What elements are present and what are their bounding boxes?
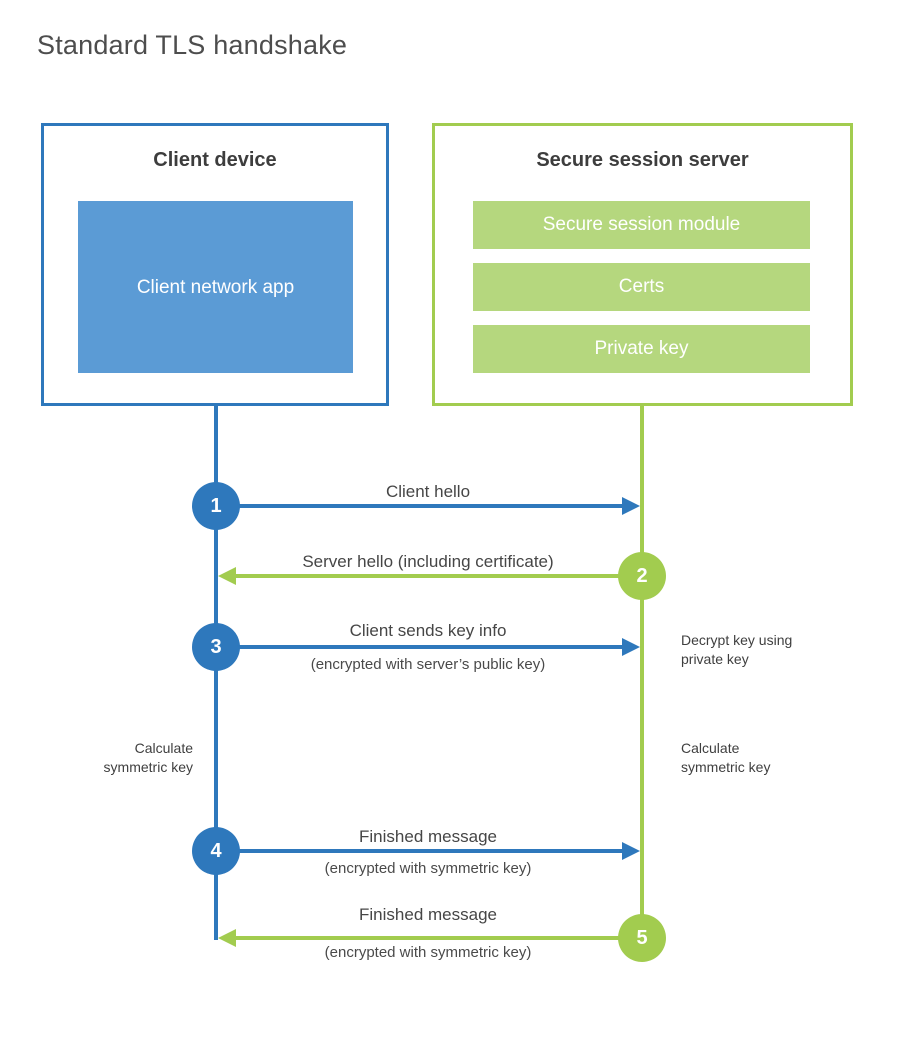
- arrow-step-1-line: [216, 504, 622, 508]
- client-network-app-node: Client network app: [78, 201, 353, 373]
- server-lifeline: [640, 405, 644, 938]
- step-5-label: Finished message: [359, 905, 497, 924]
- arrow-step-3-head-right-icon: [622, 638, 640, 656]
- step-3-label: Client sends key info: [349, 621, 507, 640]
- step-4-sublabel: (encrypted with symmetric key): [324, 860, 532, 877]
- page-title: Standard TLS handshake: [37, 30, 348, 60]
- step-5-badge: 5: [618, 914, 666, 962]
- client-lifeline: [214, 405, 218, 940]
- step-2-label: Server hello (including certificate): [302, 552, 554, 571]
- step-5-number: 5: [636, 926, 648, 949]
- client-network-app-label: Client network app: [136, 276, 295, 298]
- step-1-number: 1: [210, 494, 222, 517]
- client-device-title: Client device: [153, 149, 277, 171]
- note-decrypt-key: Decrypt key using private key: [681, 632, 793, 667]
- step-4-badge: 4: [192, 827, 240, 875]
- note-calculate-symmetric-key-server: Calculate symmetric key: [681, 740, 771, 775]
- arrow-step-3-line: [216, 645, 622, 649]
- server-module-secure-session-module: Secure session module: [473, 201, 810, 249]
- server-module-private-key: Private key: [473, 325, 810, 373]
- step-3-badge: 3: [192, 623, 240, 671]
- arrow-step-4-head-right-icon: [622, 842, 640, 860]
- server-module-certs: Certs: [473, 263, 810, 311]
- secure-session-server-title: Secure session server: [536, 149, 749, 171]
- arrow-step-2-line: [236, 574, 620, 578]
- step-3-number: 3: [210, 635, 222, 658]
- step-1-badge: 1: [192, 482, 240, 530]
- step-2-number: 2: [636, 564, 648, 587]
- step-4-label: Finished message: [359, 827, 497, 846]
- arrow-step-5-head-left-icon: [218, 929, 236, 947]
- arrow-step-1-head-right-icon: [622, 497, 640, 515]
- step-1-label: Client hello: [385, 482, 471, 501]
- step-2-badge: 2: [618, 552, 666, 600]
- arrow-step-2-head-left-icon: [218, 567, 236, 585]
- note-calculate-symmetric-key-client: Calculate symmetric key: [103, 740, 193, 775]
- step-5-sublabel: (encrypted with symmetric key): [324, 944, 532, 961]
- arrow-step-5-line: [236, 936, 620, 940]
- arrow-step-4-line: [216, 849, 622, 853]
- step-3-sublabel: (encrypted with server’s public key): [310, 656, 546, 673]
- step-4-number: 4: [210, 839, 222, 862]
